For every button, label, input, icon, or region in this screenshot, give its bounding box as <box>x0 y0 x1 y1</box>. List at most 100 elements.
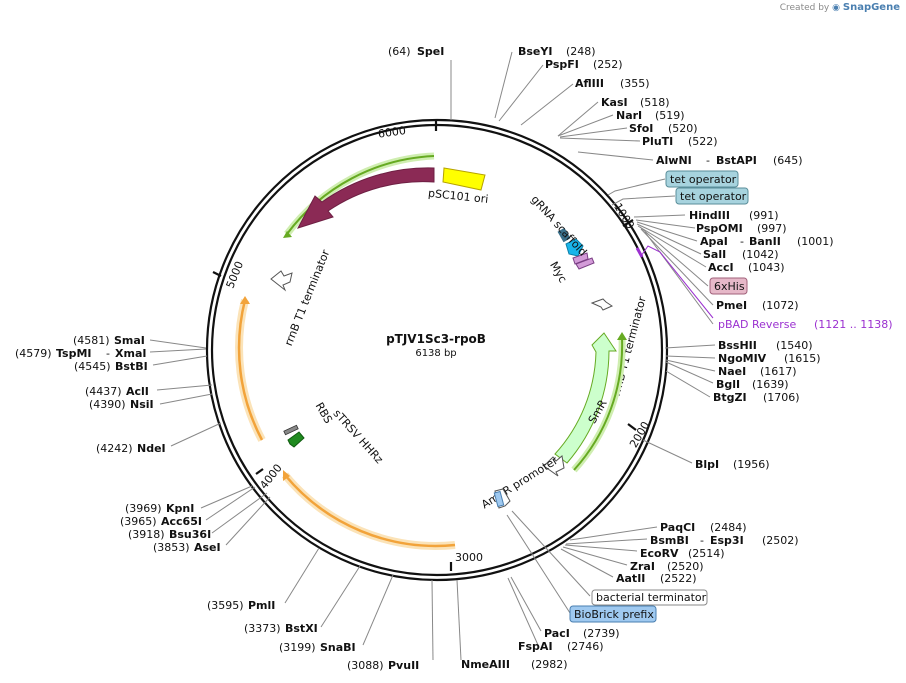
site-BstBI-pos: (4545) <box>74 360 111 373</box>
site-TspMI-dash: - <box>106 347 110 360</box>
site-PluTI: PluTI <box>642 135 673 148</box>
site-ZraI-pos: (2520) <box>667 560 704 573</box>
bacterial-terminator-box <box>591 589 708 606</box>
site-SalI-pos: (1042) <box>742 248 779 261</box>
site-BseYI-pos: (248) <box>566 45 596 58</box>
orange-left-glow <box>235 299 266 442</box>
site-HindIII: HindIII <box>689 209 730 222</box>
site-SpeI: SpeI <box>417 45 444 58</box>
tick-4000 <box>255 468 264 475</box>
site-BglI: BglI <box>716 378 740 391</box>
6xHis-label: 6xHis <box>714 280 745 293</box>
site-BseYI: BseYI <box>518 45 552 58</box>
site-PspOMI-pos: (997) <box>757 222 787 235</box>
site-PmlI-pos: (3595) <box>207 599 244 612</box>
site-AflIII-pos: (355) <box>620 77 650 90</box>
tick-label-1000: 1000 <box>611 201 637 232</box>
site-AclI: AclI <box>126 385 149 398</box>
site-PacI-pos: (2739) <box>583 627 620 640</box>
smr-track-arrow-icon <box>617 332 627 340</box>
biobrick-prefix-label: BioBrick prefix <box>574 608 654 621</box>
pSC101-ori-block <box>442 167 486 191</box>
site-Acc65I-pos: (3965) <box>120 515 157 528</box>
biobrick-prefix-box <box>569 605 657 623</box>
gRNA-scaffold-label: gRNA scaffold <box>528 193 589 259</box>
rrnB-top-arrow-icon <box>270 270 293 292</box>
site-NgoMIV: NgoMIV <box>718 352 767 365</box>
site-NaeI: NaeI <box>718 365 746 378</box>
leader-lines <box>149 51 716 661</box>
smr-track <box>573 337 624 471</box>
site-NarI-pos: (519) <box>655 109 685 122</box>
rrnB-top-label: rrnB T1 terminator <box>282 248 333 348</box>
site-BanII: BanII <box>749 235 781 248</box>
site-SmaI: SmaI <box>114 334 145 347</box>
rep101-track <box>286 155 435 235</box>
gRNA-scaffold-block <box>557 227 571 243</box>
rrnB-right-arrow-icon <box>590 298 614 311</box>
site-PmlI: PmlI <box>248 599 275 612</box>
site-BstAPI: BstAPI <box>716 154 757 167</box>
myc-block-2 <box>575 257 595 270</box>
site-AlwNI-pos: (645) <box>773 154 803 167</box>
site-BsmBI-pos: (2502) <box>762 534 799 547</box>
pbad-leader <box>640 245 714 319</box>
site-AseI: AseI <box>194 541 221 554</box>
site-NdeI: NdeI <box>137 442 166 455</box>
credit-brand: SnapGene <box>842 2 900 13</box>
site-XmaI: XmaI <box>115 347 146 360</box>
site-ZraI: ZraI <box>630 560 655 573</box>
site-SnaBI-pos: (3199) <box>279 641 316 654</box>
site-BlpI: BlpI <box>695 458 719 471</box>
rbs-label: RBS <box>313 400 335 426</box>
site-KpnI: KpnI <box>166 502 194 515</box>
ampr-promoter-arrow-icon <box>543 455 565 477</box>
site-SfoI: SfoI <box>629 122 653 135</box>
site-PvuII: PvuII <box>388 659 419 672</box>
site-PaqCI: PaqCI <box>660 521 695 534</box>
tick-label-2000: 2000 <box>627 419 652 450</box>
pbad-marker <box>635 247 644 258</box>
site-Bsu36I-pos: (3918) <box>128 528 165 541</box>
site-BsmBI-dash: - <box>700 534 704 547</box>
site-TspMI-pos: (4579) <box>15 347 52 360</box>
tick-marks <box>212 120 637 571</box>
site-KasI-pos: (518) <box>640 96 670 109</box>
site-SalI: SalI <box>703 248 726 261</box>
site-PvuII-pos: (3088) <box>347 659 384 672</box>
site-BlpI-pos: (1956) <box>733 458 770 471</box>
tick-label-4000: 4000 <box>257 462 284 492</box>
site-AatII-pos: (2522) <box>660 572 697 585</box>
rep101-arrow-icon <box>283 231 292 238</box>
site-BsmBI: BsmBI <box>650 534 689 547</box>
plasmid-size: 6138 bp <box>415 348 456 359</box>
site-TspMI: TspMI <box>56 347 92 360</box>
site-HindIII-pos: (991) <box>749 209 779 222</box>
biobrick-block <box>493 490 505 508</box>
rep101-arrow <box>296 167 435 229</box>
tick-1000 <box>622 219 634 227</box>
tick-label-6000: 6000 <box>377 124 407 141</box>
tick-label-3000: 3000 <box>455 551 483 564</box>
stRSV-arrow-icon <box>287 431 305 448</box>
site-EcoRV-pos: (2514) <box>688 547 725 560</box>
site-ApaI-dash: - <box>740 235 744 248</box>
site-AlwNI: AlwNI <box>656 154 692 167</box>
site-BstXI: BstXI <box>285 622 318 635</box>
site-NaeI-pos: (1617) <box>760 365 797 378</box>
site-NarI: NarI <box>616 109 642 122</box>
tet-operator-1-box <box>665 170 739 188</box>
site-KpnI-pos: (3969) <box>125 502 162 515</box>
site-AclI-pos: (4437) <box>85 385 122 398</box>
site-BssHII-pos: (1540) <box>776 339 813 352</box>
site-SpeI-pos: (64) <box>388 45 411 58</box>
site-PacI: PacI <box>544 627 570 640</box>
site-AccI-pos: (1043) <box>748 261 785 274</box>
orange-left-arc <box>237 299 264 441</box>
site-labels-right: BseYI (248) PspFI (252) AflIII (355) Kas… <box>461 45 893 671</box>
site-SfoI-pos: (520) <box>668 122 698 135</box>
site-EcoRV: EcoRV <box>640 547 679 560</box>
site-BstBI: BstBI <box>115 360 148 373</box>
smr-arrow <box>554 332 617 464</box>
myc-label: Myc <box>547 259 569 285</box>
